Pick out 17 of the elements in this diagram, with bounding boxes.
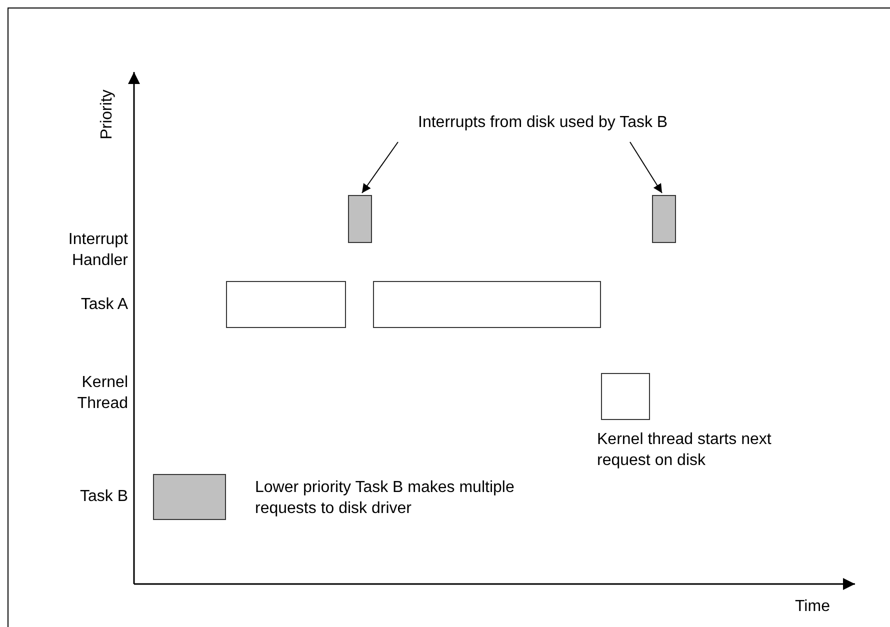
leader-arrow (362, 142, 398, 194)
process-box (601, 373, 650, 420)
interrupt-box (153, 474, 226, 520)
axis-title: Priority (97, 90, 116, 140)
note-text: Kernel thread starts next request on disk (597, 430, 772, 471)
interrupt-box (652, 195, 676, 243)
interrupt-box (348, 195, 372, 243)
row-label: Kernel Thread (76, 373, 128, 414)
row-label: Task B (78, 487, 128, 507)
axis-title: Time (795, 597, 831, 617)
note-text: Lower priority Task B makes multiple requests to disk driver (255, 478, 516, 519)
task-bar (373, 281, 601, 328)
leader-arrow (630, 142, 662, 194)
row-label: Interrupt Handler (67, 230, 128, 271)
row-label: Task A (80, 295, 128, 315)
task-bar (226, 281, 346, 328)
callout-text: Interrupts from disk used by Task B (418, 112, 668, 133)
